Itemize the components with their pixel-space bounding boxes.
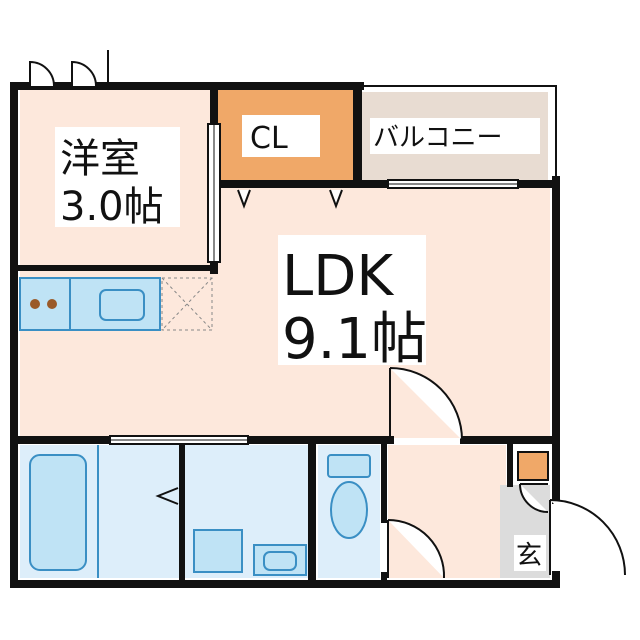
entrance-name: 玄 [516, 541, 542, 571]
stove-burner-icon [30, 299, 40, 309]
hallway-floor [388, 445, 506, 578]
kitchen-sink-icon [99, 289, 145, 321]
toilet-icon [327, 454, 371, 539]
balcony-side-doors [29, 50, 109, 87]
windows [109, 123, 519, 445]
balcony-name: バルコニー [373, 123, 502, 153]
western-room-name: 洋室 [60, 136, 140, 182]
ldk-name: LDK [282, 244, 394, 309]
closet-name: CL [250, 121, 288, 156]
walls [10, 82, 560, 588]
bathtub-icon [29, 454, 87, 571]
closet-door-markers [237, 189, 343, 209]
bathroom-door-marker [155, 487, 179, 505]
fridge-space [161, 277, 213, 331]
washing-machine-pan-icon [193, 529, 243, 573]
interior-doors [387, 367, 626, 579]
kitchen-counter [19, 277, 213, 331]
stove-burner-icon [47, 299, 57, 309]
ldk-size: 9.1帖 [282, 307, 427, 372]
western-room-size: 3.0帖 [60, 184, 164, 230]
shoe-box [517, 451, 549, 481]
